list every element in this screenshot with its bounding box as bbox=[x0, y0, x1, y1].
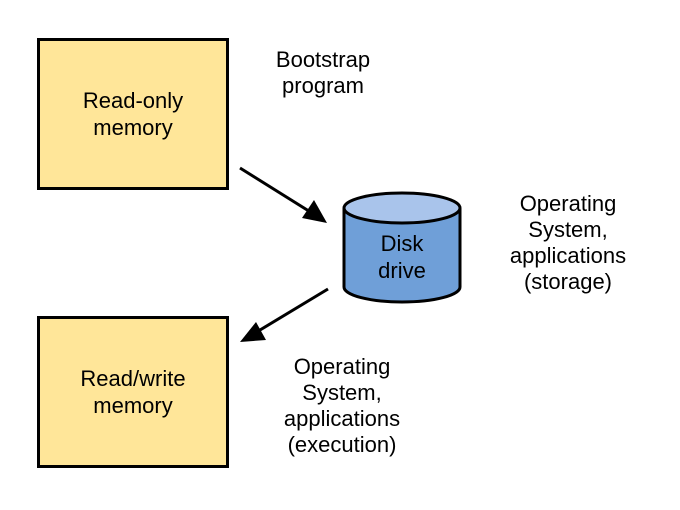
arrow-disk-to-ram bbox=[240, 287, 329, 342]
read-only-memory-box: Read-only memory bbox=[37, 38, 229, 190]
read-write-memory-box: Read/write memory bbox=[37, 316, 229, 468]
read-write-memory-label: Read/write memory bbox=[80, 366, 186, 418]
arrow-rom-to-disk bbox=[239, 166, 327, 223]
disk-drive-top bbox=[342, 191, 462, 225]
os-execution-note: Operating System, applications (executio… bbox=[283, 354, 401, 457]
disk-drive bbox=[342, 191, 462, 304]
bootstrap-program-note: Bootstrap program bbox=[275, 47, 371, 98]
disk-drive-label: Disk drive bbox=[378, 231, 426, 283]
disk-drive-body bbox=[342, 208, 462, 304]
read-only-memory-label: Read-only memory bbox=[82, 88, 184, 140]
os-storage-note: Operating System, applications (storage) bbox=[509, 191, 627, 294]
